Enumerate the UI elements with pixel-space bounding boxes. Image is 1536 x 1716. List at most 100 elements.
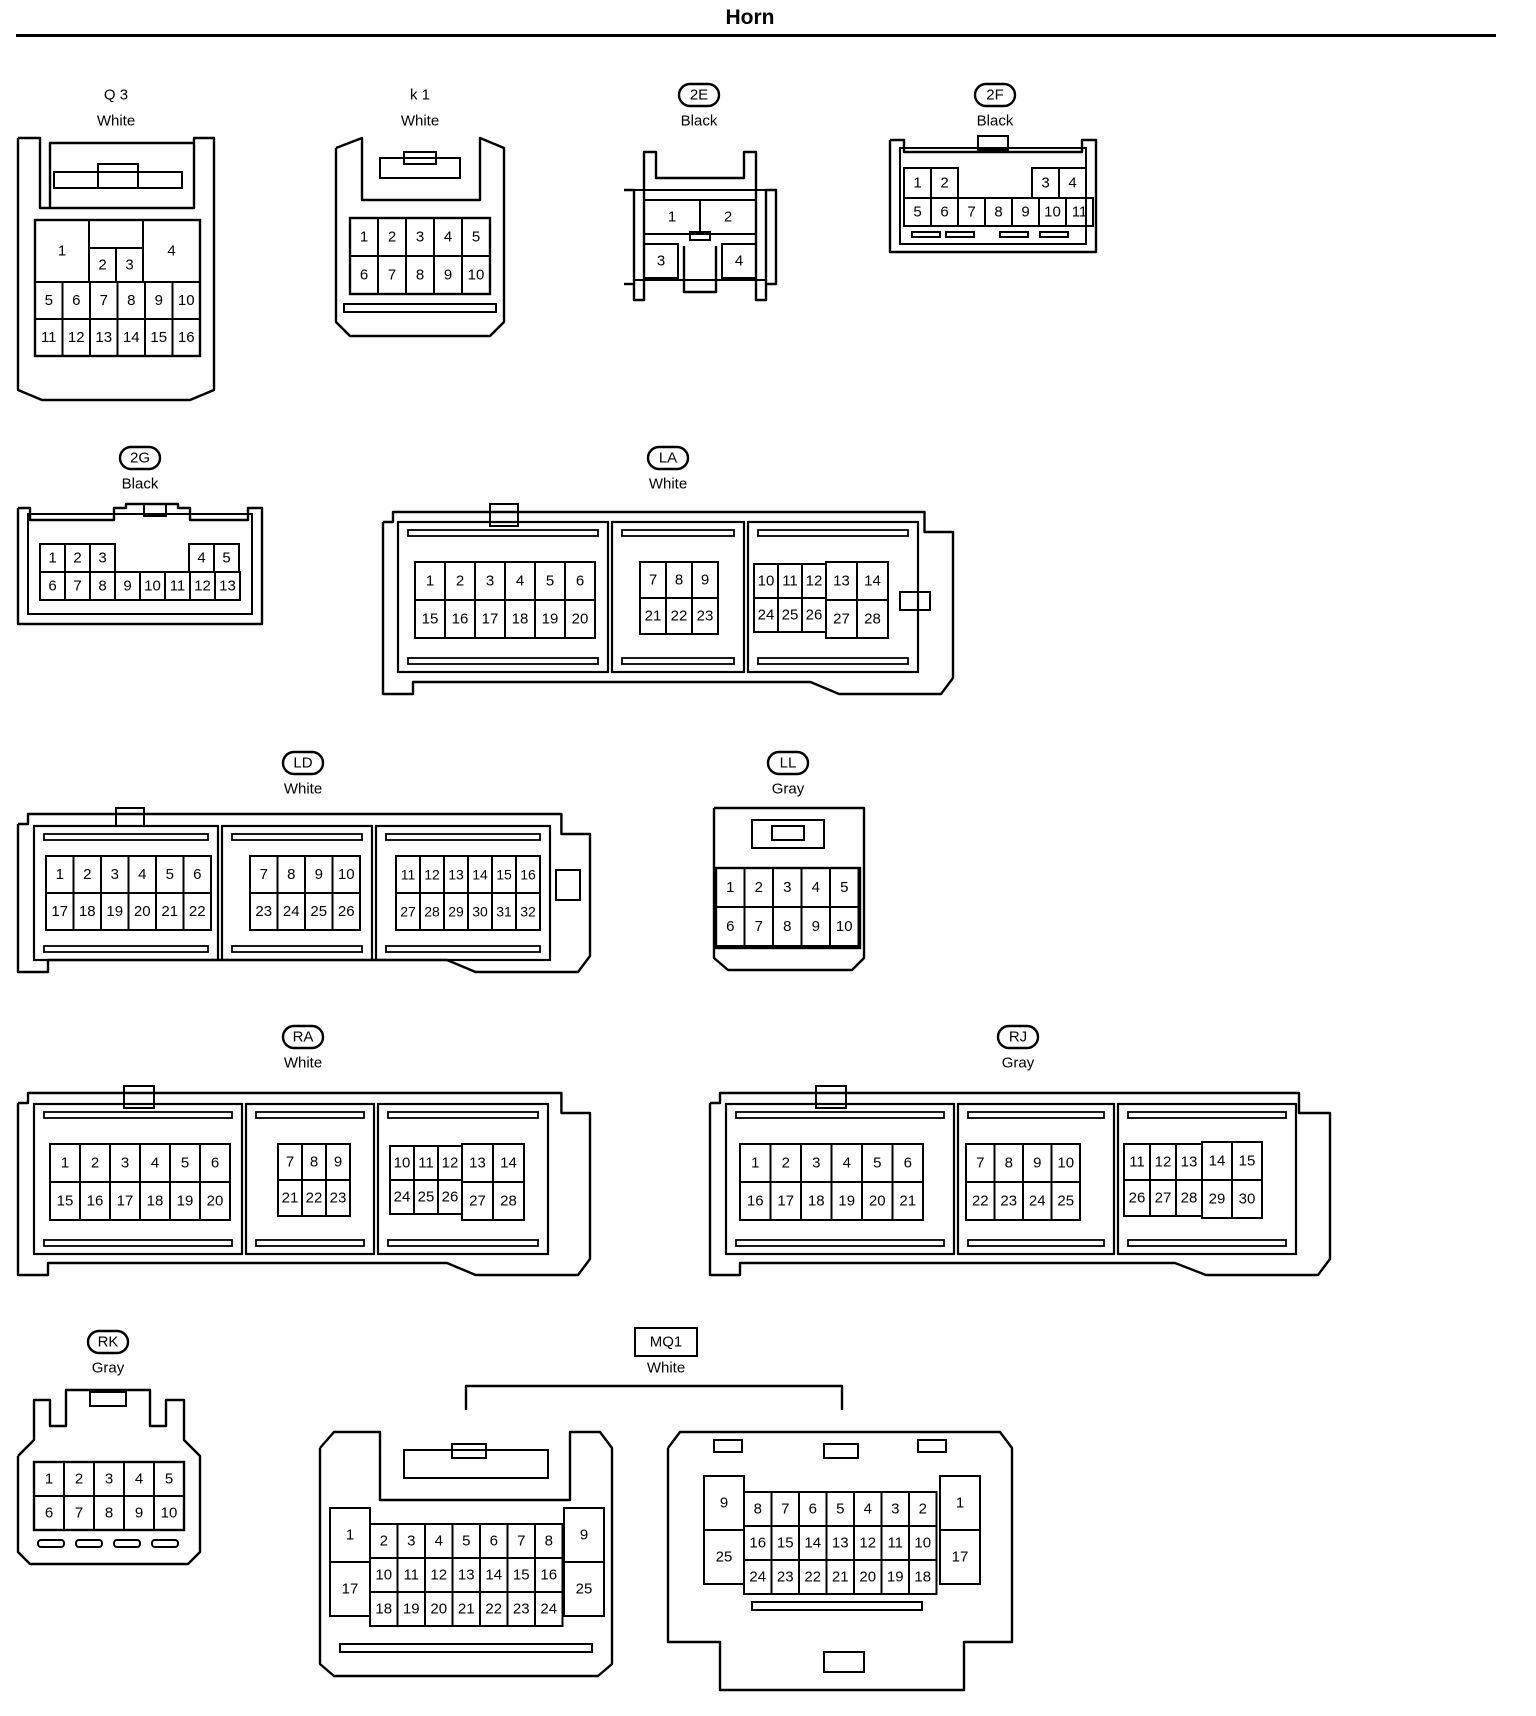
pin-number: 14	[864, 573, 881, 590]
pin-number: 2	[75, 1471, 83, 1488]
pin-number: 1	[45, 1471, 53, 1488]
latch-bar	[255, 1111, 365, 1119]
connector-color: Gray	[772, 781, 805, 798]
pin-number: 7	[967, 204, 975, 221]
pin-number: 3	[783, 879, 791, 896]
pin-number: 4	[735, 253, 743, 270]
pin-number: 4	[812, 879, 820, 896]
connector-badge-outline	[281, 750, 325, 776]
pin-number: 16	[520, 867, 536, 883]
connector-color: White	[649, 476, 687, 493]
pin-number: 1	[48, 550, 56, 567]
connector-badge-outline	[996, 1024, 1040, 1050]
pin-cell	[153, 1495, 185, 1531]
pin-number: 5	[873, 1155, 881, 1172]
section-outline	[610, 520, 746, 674]
pin-number: 13	[95, 329, 112, 346]
pin-number: 19	[106, 903, 123, 920]
latch-bar	[387, 1111, 539, 1119]
pin-number: 7	[517, 1533, 525, 1550]
pin-number: 6	[904, 1155, 912, 1172]
pin-number: 3	[891, 1501, 899, 1518]
pin-number: 7	[286, 1154, 294, 1171]
pin-number: 11	[418, 1155, 434, 1172]
pin-number: 21	[899, 1193, 916, 1210]
pin-number: 1	[751, 1155, 759, 1172]
pin-number: 5	[913, 204, 921, 221]
pin-number: 6	[940, 204, 948, 221]
housing-outline	[27, 513, 253, 615]
connector-badge-outline	[281, 1024, 325, 1050]
pin-number: 23	[777, 1569, 794, 1586]
pin-number: 10	[468, 267, 485, 284]
housing-outline	[823, 1651, 865, 1673]
pin-number: 17	[117, 1193, 134, 1210]
pin-number: 25	[1057, 1193, 1074, 1210]
housing-outline	[624, 150, 778, 302]
latch-bar	[1127, 1111, 1287, 1119]
pin-number: 14	[1209, 1153, 1226, 1170]
pin-cell	[534, 1591, 564, 1627]
pin-cell	[515, 892, 541, 931]
housing-outline	[343, 303, 497, 313]
pin-number: 4	[135, 1471, 143, 1488]
pin-number: 20	[572, 611, 589, 628]
pin-number: 5	[840, 879, 848, 896]
section-outline	[1116, 1102, 1298, 1256]
connector-code: RK	[98, 1334, 119, 1351]
pin-number: 6	[45, 1505, 53, 1522]
pin-number: 2	[73, 550, 81, 567]
pin-number: 10	[1044, 204, 1061, 221]
pin-number: 15	[1239, 1153, 1256, 1170]
pin-number: 7	[73, 578, 81, 595]
pin-number: 13	[832, 1535, 849, 1552]
pin-number: 21	[282, 1190, 299, 1207]
latch-bar	[735, 1111, 945, 1119]
pin-number: 27	[833, 611, 850, 628]
housing-outline	[334, 136, 506, 338]
pin-number: 2	[388, 229, 396, 246]
pin-number: 6	[809, 1501, 817, 1518]
pin-cell	[856, 599, 889, 639]
pin-number: 16	[178, 329, 195, 346]
pin-number: 1	[426, 573, 434, 590]
pin-number: 5	[462, 1533, 470, 1550]
pin-number: 32	[520, 904, 536, 920]
pin-number: 5	[546, 573, 554, 590]
pin-number: 2	[91, 1155, 99, 1172]
pin-number: 14	[472, 867, 488, 883]
connector-code: Q 3	[104, 87, 128, 104]
pin-number: 10	[178, 292, 195, 309]
pin-number: 3	[111, 866, 119, 883]
housing-outline	[823, 1443, 859, 1459]
pin-number: 8	[416, 267, 424, 284]
pin-number: 5	[222, 550, 230, 567]
pin-number: 1	[913, 175, 921, 192]
pin-number: 22	[306, 1190, 323, 1207]
pin-number: 28	[1181, 1190, 1198, 1207]
pin-number: 7	[75, 1505, 83, 1522]
housing-outline	[403, 151, 437, 165]
pin-number: 19	[887, 1569, 904, 1586]
pin-number: 8	[675, 572, 683, 589]
pin-number: 8	[545, 1533, 553, 1550]
housing-outline	[1039, 231, 1069, 238]
housing-outline	[318, 1430, 614, 1678]
housing-outline	[379, 157, 461, 179]
pin-number: 2	[83, 866, 91, 883]
housing-outline	[633, 189, 767, 281]
pin-number: 4	[197, 550, 205, 567]
latch-bar	[407, 657, 599, 665]
section-outline	[724, 1102, 956, 1256]
pin-number: 20	[869, 1193, 886, 1210]
pin-cell	[214, 571, 241, 601]
pin-number: 18	[375, 1601, 392, 1618]
pin-number: 8	[1005, 1155, 1013, 1172]
pin-number: 11	[41, 329, 57, 346]
pin-number: 12	[194, 578, 211, 595]
